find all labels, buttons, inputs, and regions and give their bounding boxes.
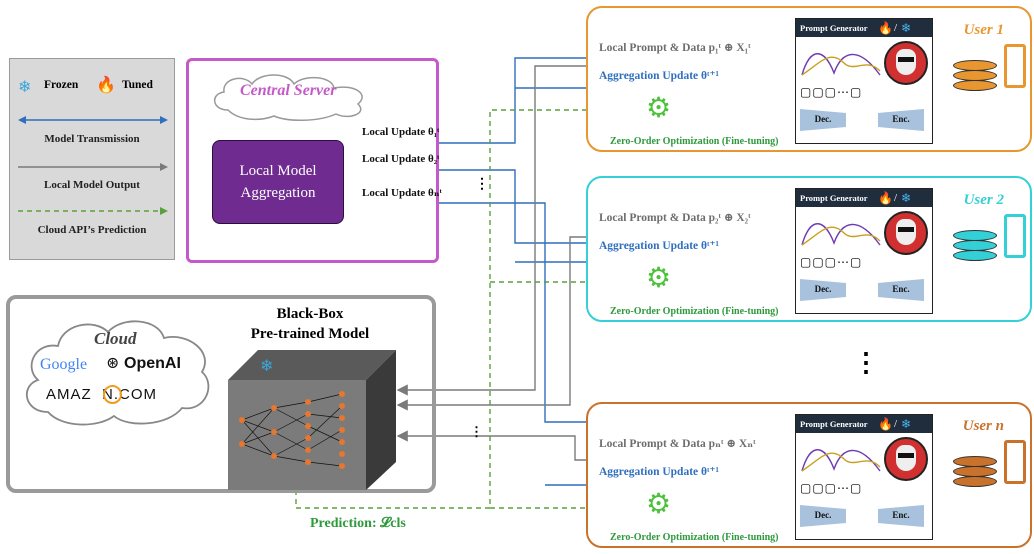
pg-snowflake-icon: ❄ xyxy=(901,417,912,431)
zero-order-label: Zero-Order Optimization (Fine-tuning) xyxy=(610,532,779,543)
prompt-generator: Prompt Generator 🔥 / ❄ ▢▢▢⋯▢ Dec. Enc. xyxy=(795,414,933,540)
local-update-n: Local Update θₙᵗ xyxy=(362,187,442,199)
distribution-curves xyxy=(801,223,881,246)
aggregation-line2: Aggregation xyxy=(240,185,316,201)
distribution-curves xyxy=(801,449,881,472)
decoder-block: Dec. xyxy=(800,279,846,301)
pg-snowflake-icon: ❄ xyxy=(901,21,912,35)
encoder-block: Enc. xyxy=(878,279,924,301)
gear-icon: ⚙ xyxy=(646,93,672,124)
legend-gray-arrow xyxy=(18,163,168,171)
legend-green-dash xyxy=(18,207,168,215)
prompt-generator-title: Prompt Generator xyxy=(796,415,932,433)
prompt-generator-title: Prompt Generator xyxy=(796,189,932,207)
user-panel-1: Local Prompt & Data p₁ᵗ ⊕ X₁ᵗ Aggregatio… xyxy=(586,6,1032,152)
blackbox-panel xyxy=(6,295,436,493)
legend-tuned: Tuned xyxy=(122,79,153,91)
aggregation-update-label: Aggregation Update θᵗ⁺¹ xyxy=(599,240,719,252)
pg-slash: / xyxy=(894,22,898,34)
user-label: User 1 xyxy=(963,22,1004,38)
distribution-curves xyxy=(801,53,881,76)
prompt-generator: Prompt Generator 🔥 / ❄ ▢▢▢⋯▢ Dec. Enc. xyxy=(795,18,933,144)
blackbox-title-2: Pre-trained Model xyxy=(250,326,370,342)
blackbox-title-1: Black-Box xyxy=(276,306,344,322)
google-logo: Google xyxy=(40,356,88,373)
prompt-generator: Prompt Generator 🔥 / ❄ ▢▢▢⋯▢ Dec. Enc. xyxy=(795,188,933,314)
openai-logo: OpenAI xyxy=(124,355,181,372)
pg-flame-icon: 🔥 xyxy=(878,191,893,205)
decoder-block: Dec. xyxy=(800,505,846,527)
legend-local-model-output: Local Model Output xyxy=(44,179,140,191)
server-title: Central Server xyxy=(240,82,337,99)
phone-icon xyxy=(1004,440,1026,484)
database-icon xyxy=(953,230,997,264)
cloud-title: Cloud xyxy=(94,329,137,348)
phone-icon xyxy=(1004,44,1026,88)
database-icon xyxy=(953,456,997,490)
legend-frozen: Frozen xyxy=(44,79,79,91)
zero-order-label: Zero-Order Optimization (Fine-tuning) xyxy=(610,306,779,317)
user-label: User 2 xyxy=(963,192,1004,208)
gear-icon: ⚙ xyxy=(646,489,672,520)
legend-blue-arrow xyxy=(18,116,168,124)
pg-flame-icon: 🔥 xyxy=(878,21,893,35)
local-update-1: Local Update θ₁ᵗ xyxy=(362,126,440,138)
aggregation-update-label: Aggregation Update θᵗ⁺¹ xyxy=(599,70,719,82)
cloud-provider-shape xyxy=(25,320,210,426)
pg-slash: / xyxy=(894,418,898,430)
snowflake-icon: ❄ xyxy=(18,79,32,96)
decoder-block: Dec. xyxy=(800,109,846,131)
amazon-logo: AMAZ N.COM xyxy=(46,386,157,403)
local-prompt-label: Local Prompt & Data p₁ᵗ ⊕ X₁ᵗ xyxy=(599,42,751,54)
model-cube xyxy=(228,350,396,490)
avatar xyxy=(884,41,928,85)
update-ellipsis: ⋮ xyxy=(475,177,489,192)
legend-model-transmission: Model Transmission xyxy=(44,133,140,145)
legend-cloud-prediction: Cloud API’s Prediction xyxy=(37,224,147,236)
user-panel-3: Local Prompt & Data pₙᵗ ⊕ Xₙᵗ Aggregatio… xyxy=(586,402,1032,548)
model-snowflake-icon: ❄ xyxy=(260,358,274,375)
local-prompt-label: Local Prompt & Data pₙᵗ ⊕ Xₙᵗ xyxy=(599,438,756,450)
prediction-label: Prediction: 𝓛cls xyxy=(310,516,406,531)
prompt-generator-title: Prompt Generator xyxy=(796,19,932,37)
server-cloud-shape xyxy=(214,74,363,122)
token-boxes: ▢▢▢⋯▢ xyxy=(800,481,863,495)
local-update-2: Local Update θ₂ᵗ xyxy=(362,153,440,165)
encoder-block: Enc. xyxy=(878,505,924,527)
token-boxes: ▢▢▢⋯▢ xyxy=(800,85,863,99)
token-boxes: ▢▢▢⋯▢ xyxy=(800,255,863,269)
pg-snowflake-icon: ❄ xyxy=(901,191,912,205)
pg-slash: / xyxy=(894,192,898,204)
aggregation-update-label: Aggregation Update θᵗ⁺¹ xyxy=(599,466,719,478)
user-panel-2: Local Prompt & Data p₂ᵗ ⊕ X₂ᵗ Aggregatio… xyxy=(586,176,1032,322)
phone-icon xyxy=(1004,214,1026,258)
database-icon xyxy=(953,60,997,94)
blackbox-ellipsis: ⋮ xyxy=(470,424,483,439)
gear-icon: ⚙ xyxy=(646,263,672,294)
aggregation-line1: Local Model xyxy=(239,163,317,179)
user-label: User n xyxy=(962,418,1004,434)
prediction-arrows xyxy=(295,104,640,514)
legend-panel: ❄ Frozen 🔥 Tuned Model Transmission Loca… xyxy=(9,58,175,260)
avatar xyxy=(884,211,928,255)
avatar xyxy=(884,437,928,481)
users-ellipsis: ⋮ xyxy=(853,348,879,377)
pg-flame-icon: 🔥 xyxy=(878,417,893,431)
aggregation-box: Local Model Aggregation xyxy=(212,140,344,224)
amazon-o-icon xyxy=(103,385,122,404)
encoder-block: Enc. xyxy=(878,109,924,131)
local-prompt-label: Local Prompt & Data p₂ᵗ ⊕ X₂ᵗ xyxy=(599,212,751,224)
zero-order-label: Zero-Order Optimization (Fine-tuning) xyxy=(610,136,779,147)
openai-icon: ⊛ xyxy=(106,355,120,372)
flame-icon: 🔥 xyxy=(96,77,116,94)
